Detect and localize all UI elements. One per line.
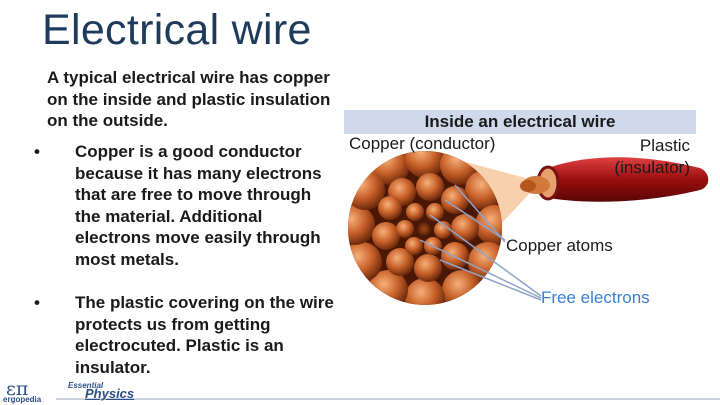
atoms-pointer-line	[444, 199, 506, 241]
label-free-electrons: Free electrons	[541, 288, 650, 307]
electrons-pointer-line	[429, 214, 542, 297]
bullet-plastic: • The plastic covering on the wire prote…	[34, 292, 334, 378]
essential-label: Essential	[68, 381, 104, 390]
label-plastic-line1: Plastic	[639, 136, 690, 155]
bullet-text: The plastic covering on the wire protect…	[75, 293, 334, 377]
label-copper-conductor: Copper (conductor)	[349, 134, 496, 153]
ergopedia-logo-icon: επ	[6, 378, 29, 400]
figure-header-band	[344, 110, 696, 134]
bullet-marker: •	[34, 293, 40, 312]
copper-core-tip	[520, 180, 536, 192]
bullet-copper: • Copper is a good conductor because it …	[34, 141, 334, 270]
label-plastic-line2: (insulator)	[614, 158, 690, 177]
figure-title: Inside an electrical wire	[424, 112, 616, 131]
atoms-pointer-line	[454, 184, 506, 243]
physics-logo-text: Physics	[85, 386, 135, 401]
copper-atoms-lattice	[348, 151, 502, 305]
bullet-text: Copper is a good conductor because it ha…	[75, 142, 322, 269]
electrons-pointer-line	[419, 239, 542, 299]
bullet-marker: •	[34, 142, 40, 161]
label-plastic-insulator: Plastic (insulator)	[590, 135, 690, 179]
electrons-pointer-line	[439, 259, 542, 301]
label-copper-atoms: Copper atoms	[506, 236, 613, 255]
ergopedia-logo-text: ergopedia	[3, 395, 42, 404]
plastic-insulation	[548, 157, 709, 202]
intro-text: A typical electrical wire has copper on …	[47, 68, 331, 130]
footer-divider	[56, 398, 720, 400]
slide-title: Electrical wire	[42, 6, 312, 54]
